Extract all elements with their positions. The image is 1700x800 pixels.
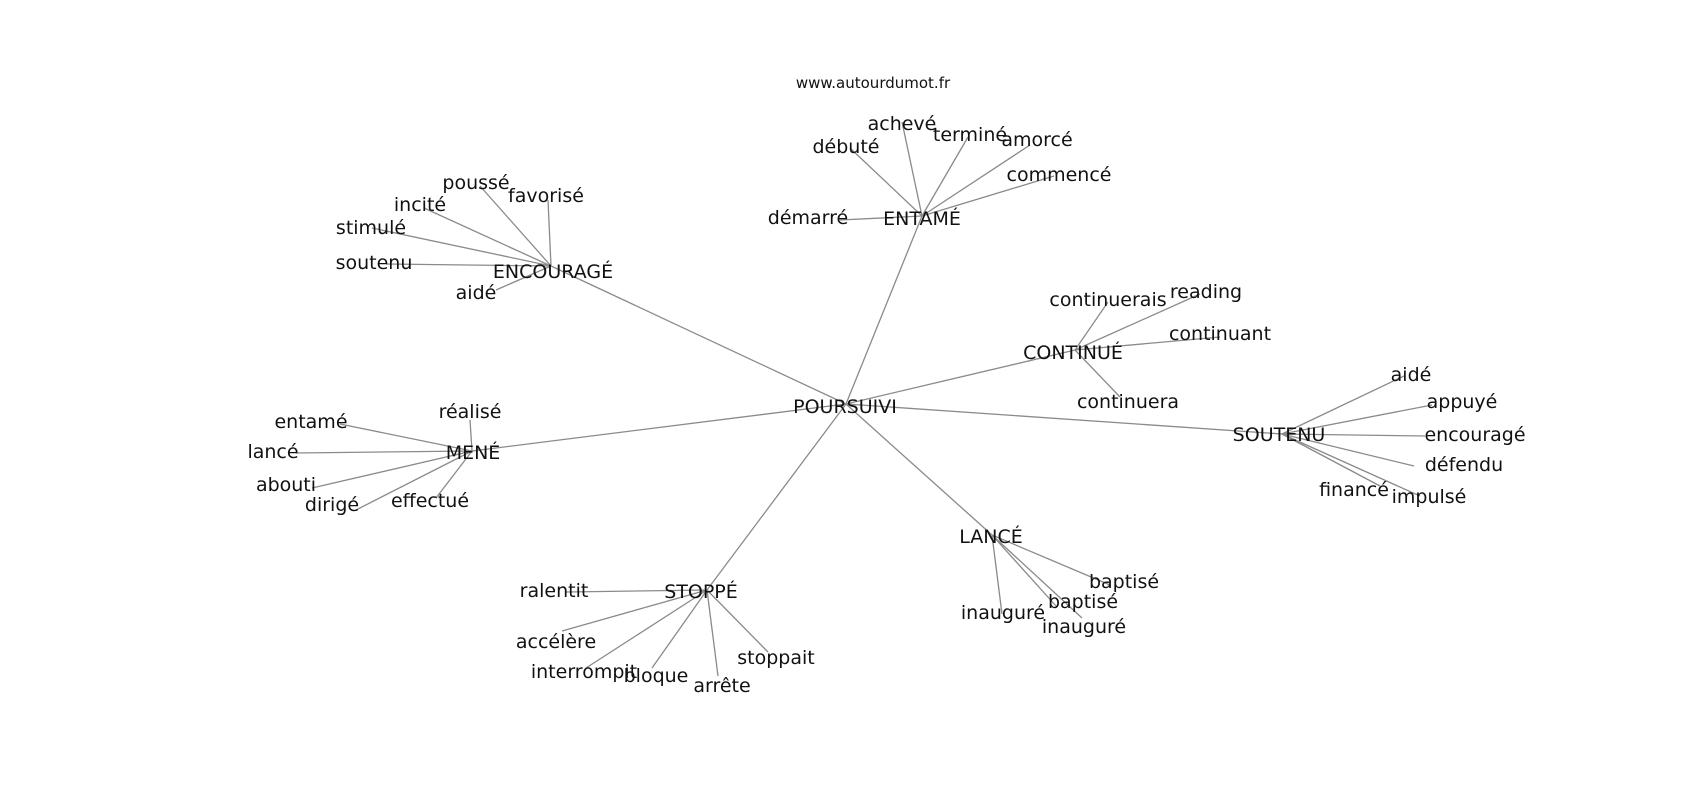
source-credit: www.autourdumot.fr	[796, 74, 951, 92]
edge-hub-to-leaf	[921, 136, 969, 217]
root-node-label: POURSUIVI	[793, 396, 897, 418]
leaf-node-label: dirigé	[305, 494, 359, 516]
leaf-node-label: baptisé	[1048, 591, 1118, 613]
hub-node-label: CONTINUÉ	[1023, 341, 1123, 364]
edge-root-to-hub	[845, 403, 1283, 435]
leaf-node-label: soutenu	[336, 252, 413, 274]
edge-hub-to-leaf	[355, 450, 473, 511]
leaf-node-label: appuyé	[1427, 391, 1498, 413]
edge-root-to-hub	[845, 403, 993, 536]
edge-hub-to-leaf	[1281, 433, 1381, 487]
edge-hub-to-leaf	[651, 589, 708, 669]
leaf-node-label: continuant	[1169, 323, 1271, 345]
edge-hub-to-leaf	[1281, 375, 1405, 435]
edge-hub-to-leaf	[495, 265, 552, 291]
edge-hub-to-leaf	[585, 589, 708, 669]
edge-hub-to-leaf	[479, 185, 552, 267]
leaf-node-label: aidé	[1391, 364, 1432, 386]
leaf-node-label: stimulé	[336, 217, 406, 239]
leaf-node-label: favorisé	[508, 185, 584, 207]
edge-hub-to-leaf	[295, 450, 473, 454]
leaf-node-label: impulsé	[1392, 486, 1467, 508]
edge-hub-to-leaf	[371, 227, 552, 267]
leaf-node-label: réalisé	[439, 401, 502, 423]
edge-root-to-hub	[706, 403, 847, 591]
leaf-node-label: stoppait	[737, 647, 814, 669]
leaf-node-label: reading	[1170, 281, 1242, 303]
leaf-node-label: inauguré	[961, 602, 1045, 624]
edge-hub-to-leaf	[991, 534, 1003, 615]
leaf-node-label: défendu	[1425, 454, 1503, 476]
leaf-node-label: débuté	[813, 136, 880, 158]
leaf-node-label: démarré	[768, 207, 848, 229]
edge-hub-to-leaf	[921, 175, 1055, 217]
edge-hub-to-leaf	[849, 147, 923, 217]
edge-root-to-hub	[845, 215, 923, 405]
hub-node-label: STOPPÉ	[664, 580, 738, 603]
edge-hub-to-leaf	[385, 263, 552, 267]
edge-hub-to-leaf	[991, 534, 1111, 586]
edge-hub-to-leaf	[561, 589, 708, 632]
leaf-node-label: arrête	[693, 675, 750, 697]
leaf-node-label: inauguré	[1042, 616, 1126, 638]
leaf-node-label: abouti	[256, 474, 316, 496]
edge-hub-to-leaf	[991, 534, 1083, 619]
edge-hub-to-leaf	[706, 589, 719, 677]
edge-hub-to-leaf	[1281, 404, 1433, 435]
hub-node-label: ENCOURAGÉ	[493, 260, 613, 283]
leaf-node-label: achevé	[868, 113, 937, 135]
edge-hub-to-leaf	[435, 450, 473, 499]
edge-hub-to-leaf	[1281, 433, 1415, 467]
leaf-node-label: bloque	[624, 665, 689, 687]
edge-hub-to-leaf	[991, 534, 1057, 607]
leaf-node-label: lancé	[247, 441, 298, 463]
edge-hub-to-leaf	[1074, 301, 1109, 351]
leaf-node-label: encouragé	[1424, 424, 1525, 446]
edge-root-to-hub	[550, 265, 847, 405]
leaf-node-label: effectué	[391, 490, 469, 512]
edge-hub-to-leaf	[339, 423, 473, 452]
leaf-node-label: interrompit	[531, 661, 637, 683]
edge-layer	[295, 121, 1433, 677]
leaf-node-label: continuerais	[1049, 289, 1166, 311]
leaf-node-label: amorcé	[1001, 129, 1072, 151]
edge-hub-to-leaf	[469, 419, 473, 452]
leaf-node-label: entamé	[274, 411, 347, 433]
edge-root-to-hub	[845, 349, 1076, 405]
edge-hub-to-leaf	[1074, 336, 1221, 351]
edge-hub-to-leaf	[901, 121, 923, 217]
hub-node-label: ENTAMÉ	[883, 207, 961, 230]
leaf-node-label: incité	[394, 194, 446, 216]
leaf-node-label: financé	[1319, 479, 1389, 501]
edge-root-to-hub	[471, 403, 847, 452]
edge-hub-to-leaf	[547, 199, 552, 267]
leaf-node-label: accélère	[516, 631, 596, 653]
edge-hub-to-leaf	[1074, 349, 1121, 398]
edge-hub-to-leaf	[565, 589, 708, 593]
edge-hub-to-leaf	[839, 215, 923, 221]
edge-hub-to-leaf	[706, 589, 769, 653]
leaf-node-label: baptisé	[1089, 571, 1159, 593]
leaf-node-label: ralentit	[520, 580, 589, 602]
hub-node-label: LANCÉ	[959, 525, 1023, 548]
edge-hub-to-leaf	[1281, 433, 1426, 437]
hub-node-label: MENÉ	[446, 441, 501, 464]
hub-node-label: SOUTENU	[1233, 424, 1326, 446]
leaf-node-label: terminé	[933, 124, 1007, 146]
edge-hub-to-leaf	[921, 144, 1031, 217]
leaf-node-label: commencé	[1007, 164, 1112, 186]
edge-hub-to-leaf	[423, 207, 552, 267]
leaf-node-label: continuera	[1077, 391, 1179, 413]
leaf-node-label: poussé	[442, 172, 509, 194]
edge-hub-to-leaf	[1281, 433, 1421, 497]
edge-hub-to-leaf	[311, 450, 473, 489]
edge-hub-to-leaf	[1074, 293, 1201, 351]
leaf-node-label: aidé	[456, 282, 497, 304]
